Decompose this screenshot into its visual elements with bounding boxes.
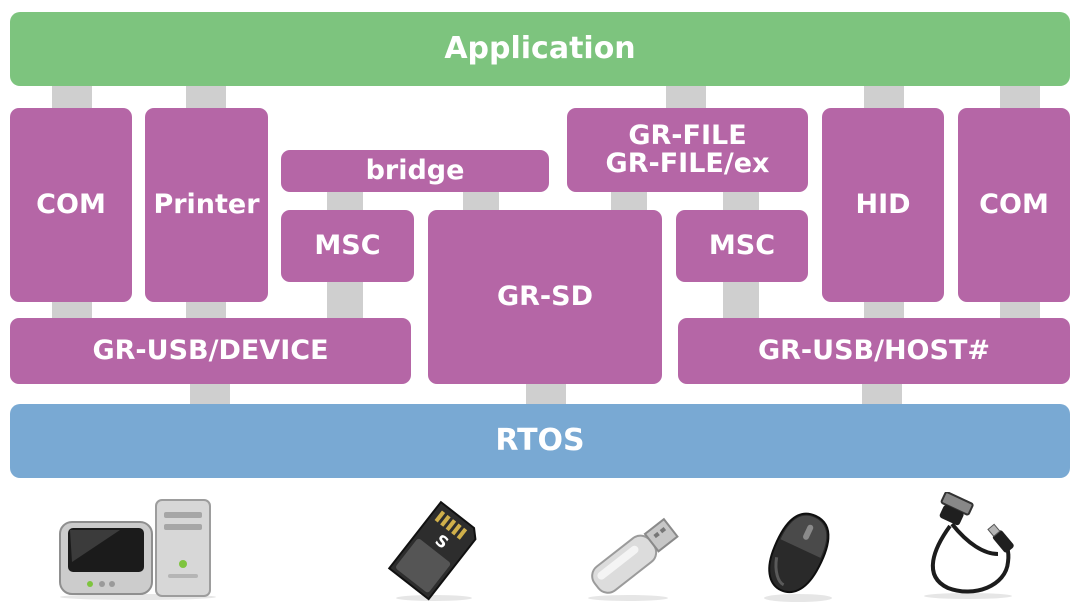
application-layer: Application: [10, 12, 1070, 86]
com-left-module: COM: [10, 108, 132, 302]
connector: [186, 84, 226, 110]
gr-file-label: GR-FILE: [628, 119, 747, 151]
connector: [52, 84, 92, 110]
com-right-label: COM: [979, 188, 1049, 220]
connector: [327, 280, 363, 320]
msc-left-module: MSC: [281, 210, 414, 282]
gr-usb-device-module: GR-USB/DEVICE: [10, 318, 411, 384]
connector: [864, 84, 904, 110]
msc-right-label: MSC: [708, 229, 776, 261]
usb-flash-drive-icon: [578, 506, 688, 602]
com-right-module: COM: [958, 108, 1070, 302]
connector: [52, 300, 92, 320]
connector: [1000, 84, 1040, 110]
usb-cable-icon: [912, 492, 1024, 600]
connector: [190, 384, 230, 406]
gr-usb-host-label: GR-USB/HOST#: [757, 334, 990, 366]
gr-usb-device-label: GR-USB/DEVICE: [92, 334, 329, 366]
sd-card-icon: S: [386, 500, 482, 602]
bridge-label: bridge: [365, 154, 465, 186]
connector: [1000, 300, 1040, 320]
printer-label: Printer: [153, 188, 260, 220]
connector: [186, 300, 226, 320]
com-left-label: COM: [36, 188, 106, 220]
hid-label: HID: [855, 188, 911, 220]
connector: [864, 300, 904, 320]
connector: [862, 384, 902, 406]
connector: [666, 84, 706, 110]
gr-file-module: GR-FILE GR-FILE/ex: [567, 108, 808, 192]
hid-module: HID: [822, 108, 944, 302]
rtos-label: RTOS: [495, 423, 585, 459]
gr-sd-module: GR-SD: [428, 210, 662, 384]
computer-icon: [58, 496, 218, 600]
connector: [723, 190, 759, 212]
connector: [327, 190, 363, 212]
bridge-module: bridge: [281, 150, 549, 192]
msc-left-label: MSC: [314, 229, 381, 261]
msc-right-module: MSC: [676, 210, 808, 282]
connector: [463, 190, 499, 212]
printer-module: Printer: [145, 108, 268, 302]
connector: [526, 382, 566, 406]
connector: [611, 190, 647, 212]
gr-sd-label: GR-SD: [496, 280, 594, 312]
mouse-icon: [758, 506, 838, 602]
application-label: Application: [444, 31, 636, 67]
gr-usb-host-module: GR-USB/HOST#: [678, 318, 1070, 384]
gr-file-ex-label: GR-FILE/ex: [605, 148, 770, 179]
rtos-layer: RTOS: [10, 404, 1070, 478]
connector: [723, 280, 759, 320]
